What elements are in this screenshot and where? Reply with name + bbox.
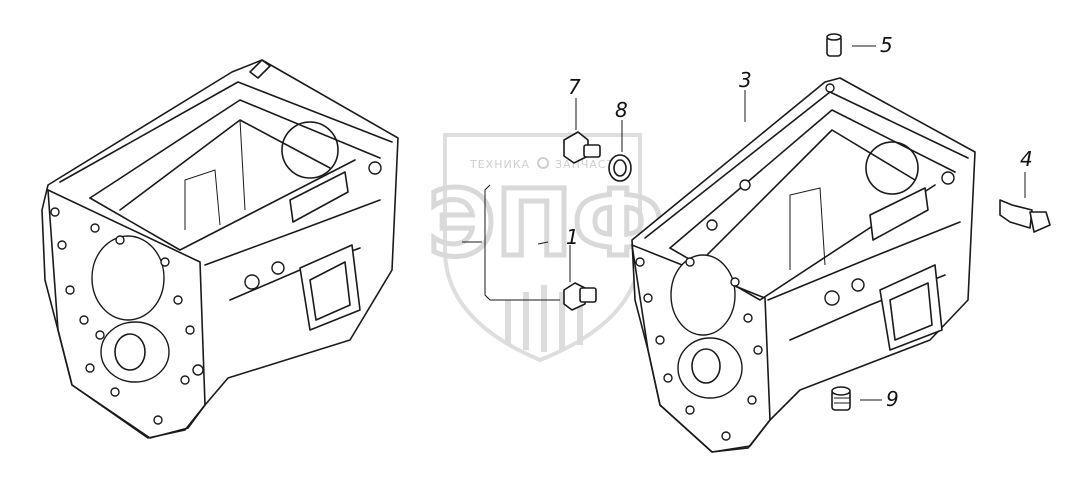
watermark-text-left: ТЕХНИКА [469,158,530,171]
housing-right [631,77,976,453]
callout-label-3: 3 [739,68,752,92]
part-8-washer [608,120,632,182]
bolt-holes-right [635,83,835,441]
callout-label-5: 5 [880,33,893,57]
part-7-bolt [563,98,601,164]
gear-icon [537,157,549,169]
part-1-plug [462,184,597,311]
callout-label-9: 9 [886,387,899,411]
watermark-big-text: ЭПФ [428,170,664,277]
housing-left [41,59,399,439]
callout-label-4: 4 [1020,147,1033,171]
part-9-plug [831,386,882,411]
callout-label-8: 8 [615,98,628,122]
wheat-icon [505,285,583,352]
part-4-bolt [999,172,1051,233]
bolt-holes-left [50,207,195,425]
watermark-logo: ТЕХНИКА ЗАПЧАСТИ ЭПФ [426,133,666,363]
callout-label-7: 7 [568,75,581,99]
callout-label-1: 1 [566,225,579,249]
part-5-pin [826,33,876,57]
